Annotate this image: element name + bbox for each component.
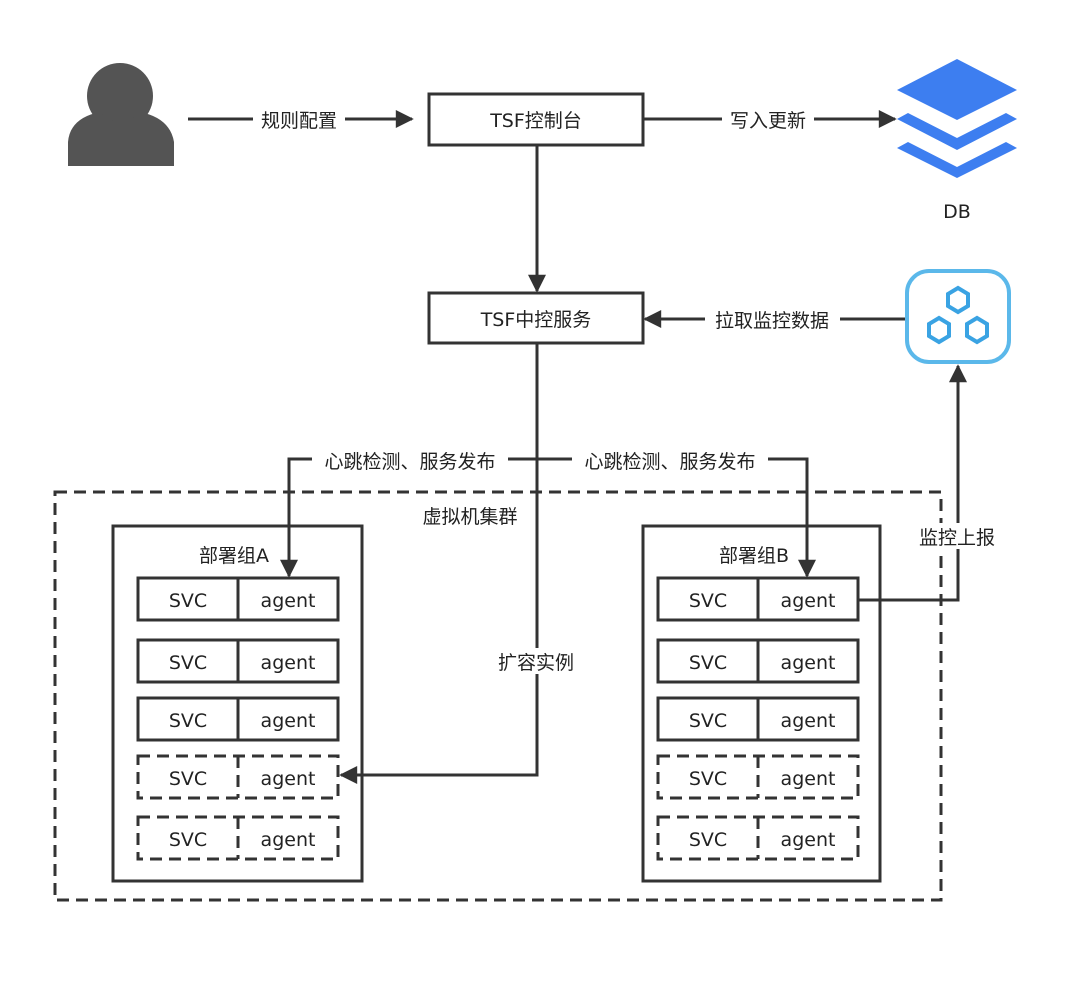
svc-label: SVC (169, 710, 207, 732)
edge-label-heartbeat-a: 心跳检测、服务发布 (324, 451, 495, 473)
group-a-instance-3: SVC agent (136, 696, 340, 742)
edge-label-pull-monitor: 拉取监控数据 (715, 310, 829, 332)
agent-label: agent (781, 652, 836, 674)
agent-label: agent (261, 652, 316, 674)
agent-label: agent (261, 829, 316, 851)
svc-label: SVC (689, 768, 727, 790)
edge-label-rule-config: 规则配置 (261, 110, 337, 132)
edge-scale-out (339, 343, 539, 784)
monitoring-hexagon-icon (905, 269, 1011, 364)
cluster-label: 虚拟机集群 (422, 506, 517, 528)
group-b-instance-3: SVC agent (656, 696, 860, 742)
edge-label-scale-out: 扩容实例 (498, 652, 574, 674)
console-label: TSF控制台 (489, 110, 582, 132)
group-a-instance-1: SVC agent (136, 576, 340, 622)
group-a-instance-4: SVC agent (136, 754, 340, 800)
group-b-instance-1: SVC agent (656, 576, 860, 622)
database-stack-icon (897, 59, 1017, 178)
user-icon (68, 63, 174, 166)
svc-label: SVC (689, 590, 727, 612)
edge-label-heartbeat-b: 心跳检测、服务发布 (584, 451, 755, 473)
edge-monitor-report (858, 364, 967, 602)
svc-label: SVC (689, 652, 727, 674)
agent-label: agent (781, 768, 836, 790)
cluster-boundary (53, 490, 943, 902)
svc-label: SVC (689, 829, 727, 851)
group-a-label: 部署组A (199, 545, 269, 567)
svc-label: SVC (169, 768, 207, 790)
group-a-instance-5: SVC agent (136, 815, 340, 861)
group-b-instance-2: SVC agent (656, 638, 860, 684)
agent-label: agent (781, 590, 836, 612)
edge-label-write-update: 写入更新 (730, 110, 806, 132)
svc-label: SVC (169, 652, 207, 674)
db-label: DB (943, 201, 971, 223)
svc-label: SVC (689, 710, 727, 732)
svc-label: SVC (169, 590, 207, 612)
group-a-instance-2: SVC agent (136, 638, 340, 684)
edge-label-monitor-report: 监控上报 (919, 527, 995, 549)
svc-label: SVC (169, 829, 207, 851)
agent-label: agent (781, 829, 836, 851)
agent-label: agent (261, 710, 316, 732)
group-b-label: 部署组B (719, 545, 789, 567)
console-box (427, 92, 645, 147)
agent-label: agent (261, 590, 316, 612)
agent-label: agent (781, 710, 836, 732)
agent-label: agent (261, 768, 316, 790)
group-b-instance-5: SVC agent (656, 815, 860, 861)
group-b-instance-4: SVC agent (656, 754, 860, 800)
central-box (427, 291, 645, 345)
central-label: TSF中控服务 (480, 309, 592, 331)
